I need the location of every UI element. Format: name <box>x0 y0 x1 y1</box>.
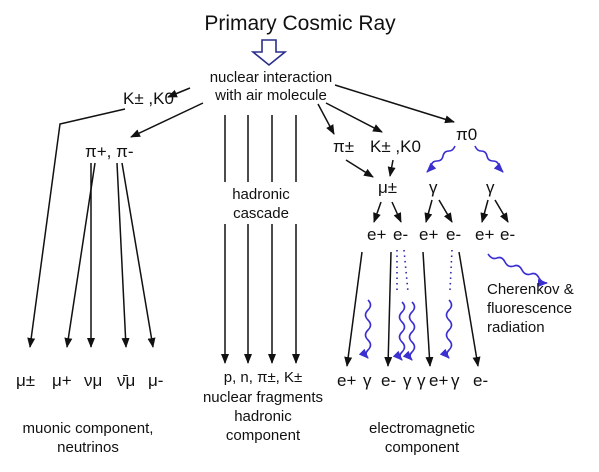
arrow-to-kaons-mid <box>325 102 383 133</box>
interaction-label-1: nuclear interaction <box>210 69 333 86</box>
arrow-pion-to-mu-minus <box>121 162 156 348</box>
wave-photon-4 <box>439 299 453 359</box>
node-gamma-left: γ <box>429 178 438 197</box>
bottom-muonic-row: μ± μ+ νμ ν̄μ μ- <box>16 371 163 390</box>
arrow-pair1-pos-to-bottom <box>344 251 363 367</box>
bottom-mu-plus: μ+ <box>52 371 72 390</box>
arrow-pion-to-antinumu <box>116 162 130 348</box>
caption-hadronic-2: component <box>226 427 301 444</box>
pair3-electron: e- <box>500 225 515 244</box>
cherenkov-label-2: fluorescence <box>487 300 572 317</box>
node-kaons-mid: K± ,K0 <box>370 137 421 156</box>
caption-em-1: electromagnetic <box>369 420 475 437</box>
bottom-mu-pm: μ± <box>16 371 35 390</box>
arrow-pair1-neg-to-bottom <box>384 251 393 367</box>
node-muon-mid: μ± <box>378 178 397 197</box>
bottom-em-row: e+ γ e- γ γ e+ γ e- <box>337 371 488 390</box>
arrow-kaon-to-muon <box>387 159 396 177</box>
wave-photon-3 <box>402 301 416 361</box>
interaction-label-2: with air molecule <box>214 87 327 104</box>
hadronic-label-bg <box>214 182 308 224</box>
bottom-numu: νμ <box>84 371 102 390</box>
diagram-title: Primary Cosmic Ray <box>204 12 396 35</box>
arrow-pair2-pos-to-bottom <box>422 251 434 367</box>
hadronic-cascade-label-1: hadronic <box>232 186 290 203</box>
bottom-em-gamma-3: γ <box>417 371 426 390</box>
bottom-em-gamma-2: γ <box>403 371 412 390</box>
node-gamma-right: γ <box>486 178 495 197</box>
pair3-positron: e+ <box>475 225 494 244</box>
arrow-gamma-to-pair3-neg <box>494 199 509 223</box>
caption-muonic-2: neutrinos <box>57 439 119 456</box>
bottom-em-e-plus-1: e+ <box>337 371 356 390</box>
cherenkov-label-1: Cherenkov & <box>487 281 574 298</box>
wave-pion-to-gamma-right <box>474 145 504 173</box>
arrow-gamma-to-pair2-pos <box>424 199 433 223</box>
pair1-positron: e+ <box>367 225 386 244</box>
arrow-kaon-to-mu <box>27 108 126 348</box>
bottom-hadronic-particles: p, n, π±, K± <box>224 369 303 386</box>
arrow-gamma-to-pair2-neg <box>438 199 453 223</box>
wave-pion-to-gamma-left <box>426 145 456 173</box>
node-pion-neutral: π0 <box>456 125 477 144</box>
bottom-antinumu: ν̄μ <box>117 371 135 390</box>
bottom-em-e-plus-2: e+ <box>429 371 448 390</box>
pair2-positron: e+ <box>419 225 438 244</box>
dotted-line-2 <box>403 249 409 293</box>
arrow-gamma-to-pair3-pos <box>480 199 489 223</box>
arrow-to-pion-charged <box>317 103 335 135</box>
pair2-electron: e- <box>446 225 461 244</box>
wave-cherenkov <box>487 253 548 287</box>
arrow-muon-to-pair1-pos <box>373 201 382 223</box>
hadronic-cascade-label-2: cascade <box>233 205 289 222</box>
bottom-em-e-minus-2: e- <box>473 371 488 390</box>
node-pion-charged: π± <box>333 137 354 156</box>
caption-hadronic-1: hadronic <box>234 408 292 425</box>
arrow-to-pions-left <box>130 102 204 138</box>
wave-photon-2 <box>392 301 406 361</box>
arrow-muon-to-pair1-neg <box>391 201 402 223</box>
caption-muonic-1: muonic component, <box>23 420 154 437</box>
cherenkov-label-3: radiation <box>487 319 545 336</box>
bottom-em-gamma-1: γ <box>363 371 372 390</box>
bottom-mu-minus: μ- <box>148 371 163 390</box>
bottom-em-e-minus-1: e- <box>381 371 396 390</box>
dotted-line-3 <box>449 249 453 291</box>
arrow-pion-to-muon <box>345 159 374 178</box>
node-kaons-left: K± ,K0 <box>123 89 174 108</box>
primary-arrow-icon <box>250 39 288 67</box>
bottom-nuclear-fragments: nuclear fragments <box>203 389 323 406</box>
pair1-electron: e- <box>393 225 408 244</box>
caption-em-2: component <box>385 439 460 456</box>
arrow-pair2-neg-to-bottom <box>458 251 481 367</box>
bottom-em-gamma-4: γ <box>451 371 460 390</box>
arrow-to-kaons-left <box>167 87 191 98</box>
wave-photon-1 <box>358 299 372 359</box>
arrow-to-pion-neutral <box>334 84 455 124</box>
node-pions-left: π+, π- <box>85 142 134 161</box>
